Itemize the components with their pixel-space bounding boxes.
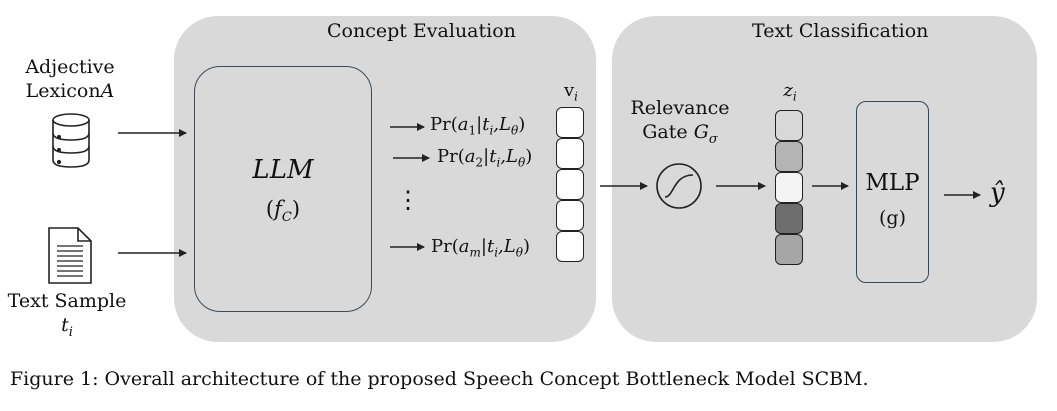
- output-y-hat: ŷ: [990, 178, 1005, 208]
- probability-ellipsis: ⋮: [396, 186, 420, 214]
- text-sample-symbol: ti: [61, 314, 73, 340]
- text-sample-label: Text Sample: [7, 290, 127, 312]
- mlp-title: MLP: [865, 170, 920, 196]
- llm-box: [194, 66, 372, 312]
- vector-z-cell: [775, 172, 803, 203]
- vector-z-cell: [775, 141, 803, 172]
- probability-row-1: Pr(a1|ti,Lθ): [430, 114, 526, 138]
- text-classification-panel: [612, 16, 1037, 342]
- vector-v-label: vi: [563, 80, 578, 104]
- relevance-gate-label-line2: Gate Gσ: [642, 121, 718, 147]
- vector-v-cell: [556, 231, 584, 262]
- figure-caption: Figure 1: Overall architecture of the pr…: [10, 368, 869, 390]
- concept-evaluation-panel: [174, 16, 596, 342]
- vector-v-cell: [556, 107, 584, 138]
- vector-v-cell: [556, 169, 584, 200]
- mlp-function-label: (g): [879, 207, 906, 229]
- vector-z-cell: [775, 234, 803, 265]
- vector-z-cell: [775, 203, 803, 234]
- lexicon-label-line2: LexiconA: [25, 80, 115, 102]
- database-icon: [52, 113, 90, 168]
- text-classification-title: Text Classification: [752, 20, 929, 42]
- sigmoid-icon: [656, 163, 702, 209]
- lexicon-label-line1: Adjective: [25, 56, 115, 78]
- vector-z-label: zi: [783, 80, 797, 104]
- llm-function-label: (fC): [265, 197, 301, 226]
- lexicon-symbol: A: [100, 80, 115, 102]
- concept-evaluation-title: Concept Evaluation: [327, 20, 516, 42]
- probability-row-m: Pr(am|ti,Lθ): [431, 236, 530, 260]
- vector-v-cell: [556, 138, 584, 169]
- document-icon: [48, 227, 92, 284]
- vector-v-cell: [556, 200, 584, 231]
- mlp-box: [856, 101, 929, 283]
- probability-row-2: Pr(a2|ti,Lθ): [437, 146, 533, 170]
- vector-z-cell: [775, 110, 803, 141]
- relevance-gate-label-line1: Relevance: [630, 97, 730, 119]
- llm-title: LLM: [252, 155, 314, 185]
